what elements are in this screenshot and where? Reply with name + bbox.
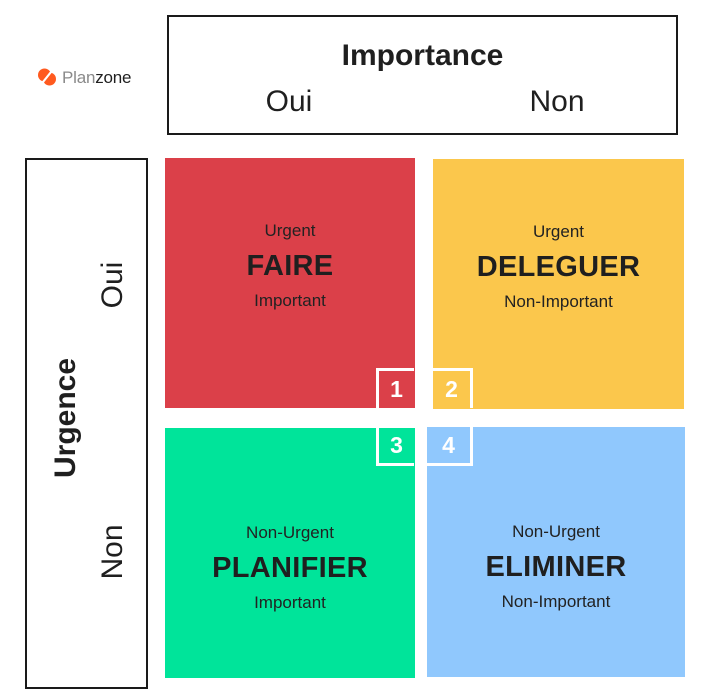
importance-header: Importance Oui Non — [167, 15, 678, 135]
quadrant-action: FAIRE — [246, 250, 334, 282]
quadrant-deleguer: Urgent DELEGUER Non-Important — [433, 159, 684, 409]
quadrant-action: DELEGUER — [476, 251, 641, 283]
quadrant-importance-label: Non-Important — [504, 292, 613, 311]
urgence-oui-label: Oui — [96, 261, 129, 309]
planzone-logo: Planzone — [37, 66, 132, 88]
quadrant-urgency-label: Urgent — [264, 221, 316, 240]
quadrant-number-badge: 4 — [427, 427, 473, 466]
importance-oui-label: Oui — [265, 85, 313, 118]
quadrant-action: ELIMINER — [485, 551, 627, 583]
quadrant-importance-label: Important — [254, 593, 326, 612]
urgence-header: Urgence Oui Non — [25, 158, 148, 689]
logo-text: Planzone — [62, 67, 132, 87]
quadrant-number-badge: 1 — [376, 368, 414, 408]
quadrant-number-badge: 2 — [433, 368, 473, 408]
quadrant-eliminer: Non-Urgent ELIMINER Non-Important — [427, 427, 685, 677]
quadrant-number-badge: 3 — [376, 428, 414, 466]
quadrant-importance-label: Important — [254, 291, 326, 310]
urgence-non-label: Non — [96, 524, 129, 580]
quadrant-importance-label: Non-Important — [501, 592, 611, 611]
urgence-title: Urgence — [49, 357, 82, 479]
quadrant-faire: Urgent FAIRE Important — [165, 158, 415, 408]
importance-title: Importance — [341, 39, 504, 72]
quadrant-urgency-label: Non-Urgent — [512, 522, 600, 541]
quadrant-planifier: Non-Urgent PLANIFIER Important — [165, 428, 415, 678]
quadrant-action: PLANIFIER — [212, 552, 368, 584]
planzone-logo-icon — [38, 68, 56, 86]
quadrant-urgency-label: Urgent — [532, 222, 585, 241]
quadrant-urgency-label: Non-Urgent — [246, 523, 334, 542]
importance-non-label: Non — [529, 85, 585, 118]
